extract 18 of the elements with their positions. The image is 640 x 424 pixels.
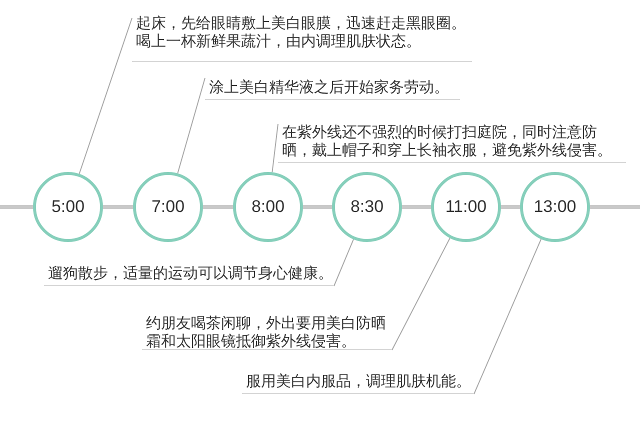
- leader-line: [474, 238, 542, 394]
- time-circle: 8:00: [233, 172, 303, 242]
- time-circle: 5:00: [33, 172, 103, 242]
- time-circle: 8:30: [332, 172, 402, 242]
- leader-line: [78, 18, 132, 174]
- leader-line: [392, 238, 450, 350]
- timeline-note: 遛狗散步，适量的运动可以调节身心健康。: [44, 262, 334, 286]
- timeline-note: 约朋友喝茶闲聊，外出要用美白防晒霜和太阳眼镜抵御紫外线侵害。: [142, 312, 392, 350]
- time-circle: 11:00: [431, 172, 501, 242]
- leader-line: [334, 238, 354, 286]
- timeline-note: 服用美白内服品，调理肌肤机能。: [242, 370, 474, 394]
- leader-line: [177, 78, 206, 174]
- timeline-note: 起床，先给眼睛敷上美白眼膜，迅速赶走黑眼圈。喝上一杯新鲜果蔬汁，由内调理肌肤状态。: [132, 12, 472, 62]
- time-circle: 13:00: [520, 172, 590, 242]
- timeline-note: 在紫外线还不强烈的时候打扫庭院，同时注意防晒，戴上帽子和穿上长袖衣服，避免紫外线侵害。: [278, 121, 626, 163]
- time-circle: 7:00: [133, 172, 203, 242]
- leader-line: [272, 124, 278, 173]
- timeline-note: 涂上美白精华液之后开始家务劳动。: [205, 76, 460, 100]
